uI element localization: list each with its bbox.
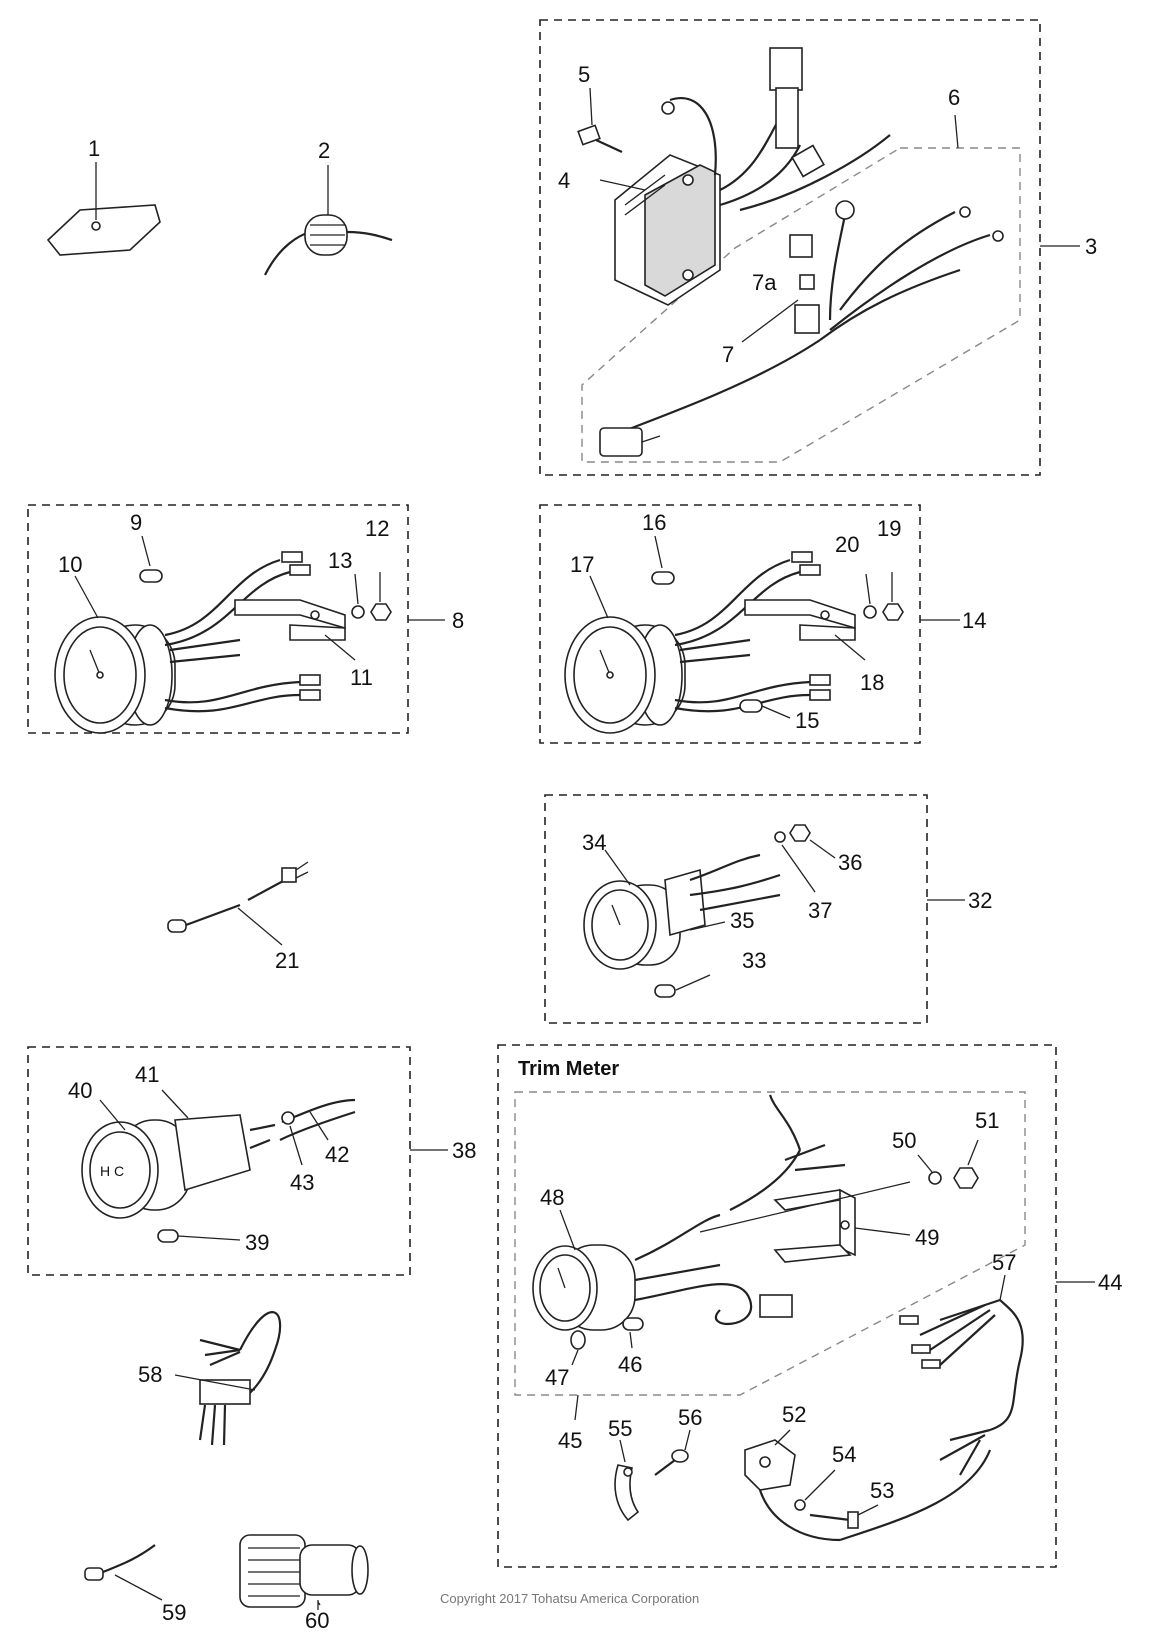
callout-38: 38 [452,1138,476,1163]
callout-11: 11 [350,665,373,690]
callout-5: 5 [578,62,590,87]
callout-32: 32 [968,888,992,913]
callout-8: 8 [452,608,464,633]
trim-meter-title: Trim Meter [518,1058,619,1080]
nut-43-part [281,1111,295,1125]
item-2-part [264,214,393,276]
group-8-box [27,504,409,734]
callout-42: 42 [325,1142,349,1167]
callout-20: 20 [835,532,859,557]
gauge-40-part: H C [81,1114,251,1219]
switch-52-part [744,1439,841,1542]
item-1-part [46,204,161,256]
callout-50: 50 [892,1128,916,1153]
callout-40: 40 [68,1078,92,1103]
callout-48: 48 [540,1185,564,1210]
copyright-text: Copyright 2017 Tohatsu America Corporati… [440,1591,699,1606]
callout-16: 16 [642,510,666,535]
callout-49: 49 [915,1225,939,1250]
harness-58-part [198,1311,282,1446]
nut-51-part [953,1167,979,1189]
nut-36-part [789,824,811,842]
washer-37-part [774,831,786,843]
nut-19-part [882,603,904,621]
clip-55-part [614,1464,640,1522]
callout-18: 18 [860,670,884,695]
bulb-15-part [739,699,763,713]
callout-33: 33 [742,948,766,973]
gauge-17-part [564,616,686,734]
callout-21: 21 [275,948,299,973]
group-44-box [497,1044,1057,1568]
callout-36: 36 [838,850,862,875]
callout-7a: 7a [752,270,777,295]
callout-39: 39 [245,1230,269,1255]
bulb-33-part [654,984,676,998]
gauge-34-part [583,868,706,970]
lens-47-part [570,1330,586,1350]
callout-58: 58 [138,1362,162,1387]
item-21-part [167,861,309,933]
callout-4: 4 [558,168,570,193]
nut-12-part [370,603,392,621]
group-14-box [539,504,921,744]
callout-34: 34 [582,830,606,855]
group-3-box [539,19,1041,476]
callout-14: 14 [962,608,986,633]
fitting-60-part [239,1534,369,1608]
bulb-16-part [651,571,675,585]
callout-43: 43 [290,1170,314,1195]
callout-35: 35 [730,908,754,933]
gauge-48-part [532,1244,636,1331]
callout-54: 54 [832,1442,856,1467]
bolt-5-part [577,124,623,153]
callout-3: 3 [1085,234,1097,259]
callout-19: 19 [877,516,901,541]
bracket-49-part [773,1188,856,1263]
bracket-11-part [234,599,346,641]
sensor-59-part [84,1544,156,1581]
callout-13: 13 [328,548,352,573]
washer-54-part [794,1499,806,1511]
callout-60: 60 [305,1608,329,1633]
callout-53: 53 [870,1478,894,1503]
gauge-10-part [54,616,176,734]
bulb-9-part [139,569,163,583]
callout-1: 1 [88,136,100,161]
washer-13-part [351,605,365,619]
callout-2: 2 [318,138,330,163]
bulb-46-part [622,1317,644,1331]
group-38-box [27,1046,411,1276]
washer-50-part [928,1171,942,1185]
callout-15: 15 [795,708,819,733]
callout-6: 6 [948,85,960,110]
callout-59: 59 [162,1600,186,1625]
callout-12: 12 [365,516,389,541]
callout-37: 37 [808,898,832,923]
bulb-39-part [157,1229,179,1243]
callout-7: 7 [722,342,734,367]
callout-41: 41 [135,1062,159,1087]
callout-45: 45 [558,1428,582,1453]
screw-53-part [809,1511,859,1529]
callout-57: 57 [992,1250,1016,1275]
callout-52: 52 [782,1402,806,1427]
group-32-box [544,794,928,1024]
washer-20-part [863,605,877,619]
callout-44: 44 [1098,1270,1122,1295]
gauge-face-text: H C [100,1163,124,1179]
screw-56-part [654,1449,689,1476]
callout-56: 56 [678,1405,702,1430]
callout-47: 47 [545,1365,569,1390]
regulator-part [614,154,721,306]
callout-51: 51 [975,1108,999,1133]
callout-10: 10 [58,552,82,577]
bracket-18-part [744,599,856,641]
callout-55: 55 [608,1416,632,1441]
callout-46: 46 [618,1352,642,1377]
callout-17: 17 [570,552,594,577]
group-45-box [514,1091,1026,1396]
callout-9: 9 [130,510,142,535]
